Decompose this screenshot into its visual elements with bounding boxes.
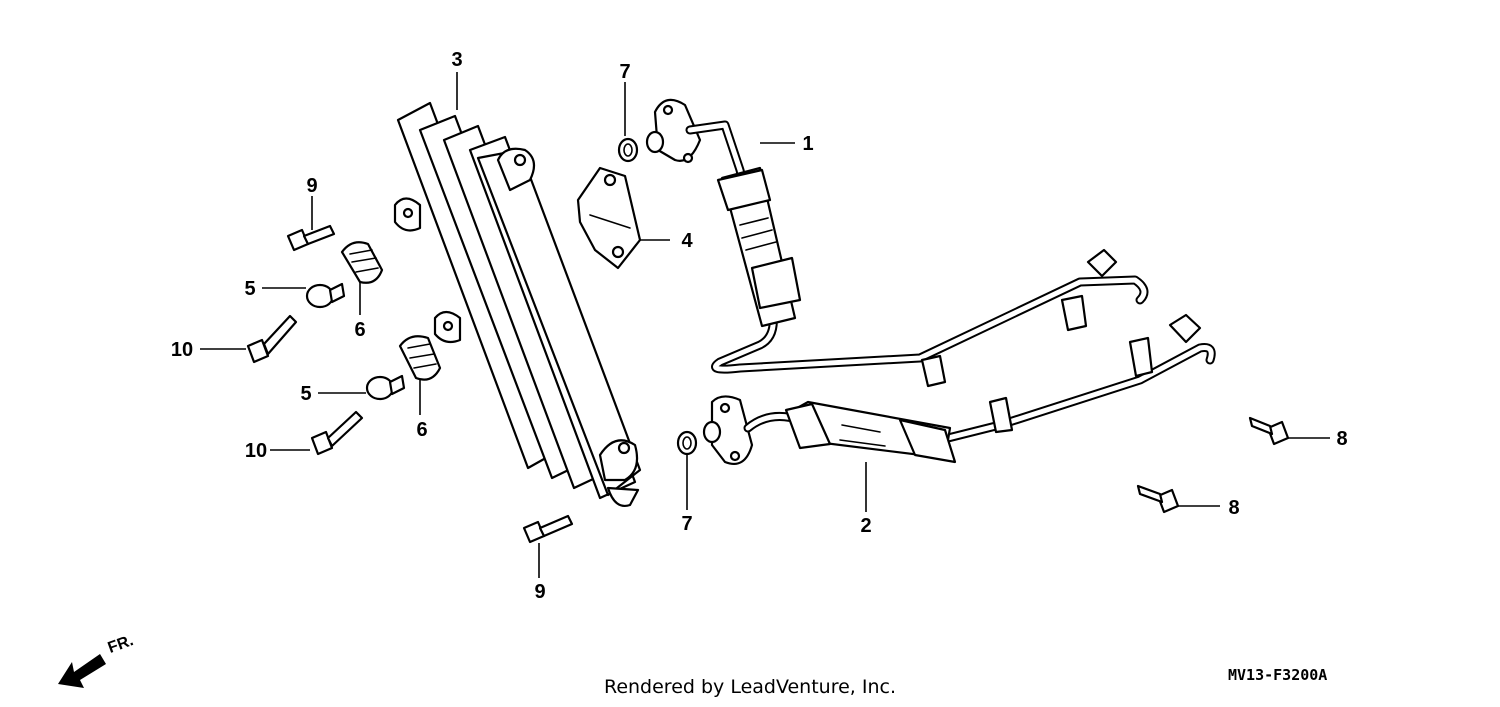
callout-5-lower: 5: [300, 383, 311, 405]
callout-6-lower: 6: [416, 419, 427, 441]
rubber-mount-lower[interactable]: [398, 335, 442, 381]
callout-9-lower: 9: [534, 581, 545, 603]
collar-upper[interactable]: [305, 282, 346, 309]
diagram-code: MV13-F3200A: [1228, 666, 1328, 684]
callout-2: 2: [860, 515, 871, 537]
footer-credit: Rendered by LeadVenture, Inc.: [603, 676, 897, 698]
callout-8-lower: 8: [1228, 497, 1239, 519]
leader-lines: [200, 72, 1330, 578]
collar-lower[interactable]: [365, 374, 406, 401]
callout-6-upper: 6: [354, 319, 365, 341]
oil-pipe-upper[interactable]: [645, 98, 1149, 388]
bolt-9-upper[interactable]: [286, 224, 336, 252]
callout-5-upper: 5: [244, 278, 255, 300]
bolt-8-upper[interactable]: [1248, 416, 1290, 446]
callout-9-upper: 9: [306, 175, 317, 197]
callout-labels: 3 7 1 4 9 5 6 10 5 6 10 7 2 9 8 8: [171, 49, 1348, 603]
callout-3: 3: [451, 49, 462, 71]
callout-7-lower: 7: [681, 513, 692, 535]
callout-10-upper: 10: [171, 339, 193, 361]
o-ring-upper[interactable]: [617, 137, 639, 163]
bolt-10-lower[interactable]: [310, 410, 364, 456]
bolt-9-lower[interactable]: [522, 514, 574, 544]
o-ring-lower[interactable]: [676, 430, 698, 456]
callout-8-upper: 8: [1336, 428, 1347, 450]
rubber-mount-upper[interactable]: [340, 241, 384, 284]
callout-10-lower: 10: [245, 440, 267, 462]
callout-1: 1: [802, 133, 813, 155]
oil-cooler[interactable]: [393, 101, 642, 507]
bolt-10-upper[interactable]: [246, 314, 298, 364]
oil-pipe-lower[interactable]: [702, 313, 1216, 466]
bolt-8-lower[interactable]: [1136, 484, 1180, 514]
callout-4: 4: [681, 230, 693, 252]
callout-7-upper: 7: [619, 61, 630, 83]
front-direction-arrow-icon: [58, 654, 106, 688]
cooler-bracket[interactable]: [576, 166, 642, 270]
